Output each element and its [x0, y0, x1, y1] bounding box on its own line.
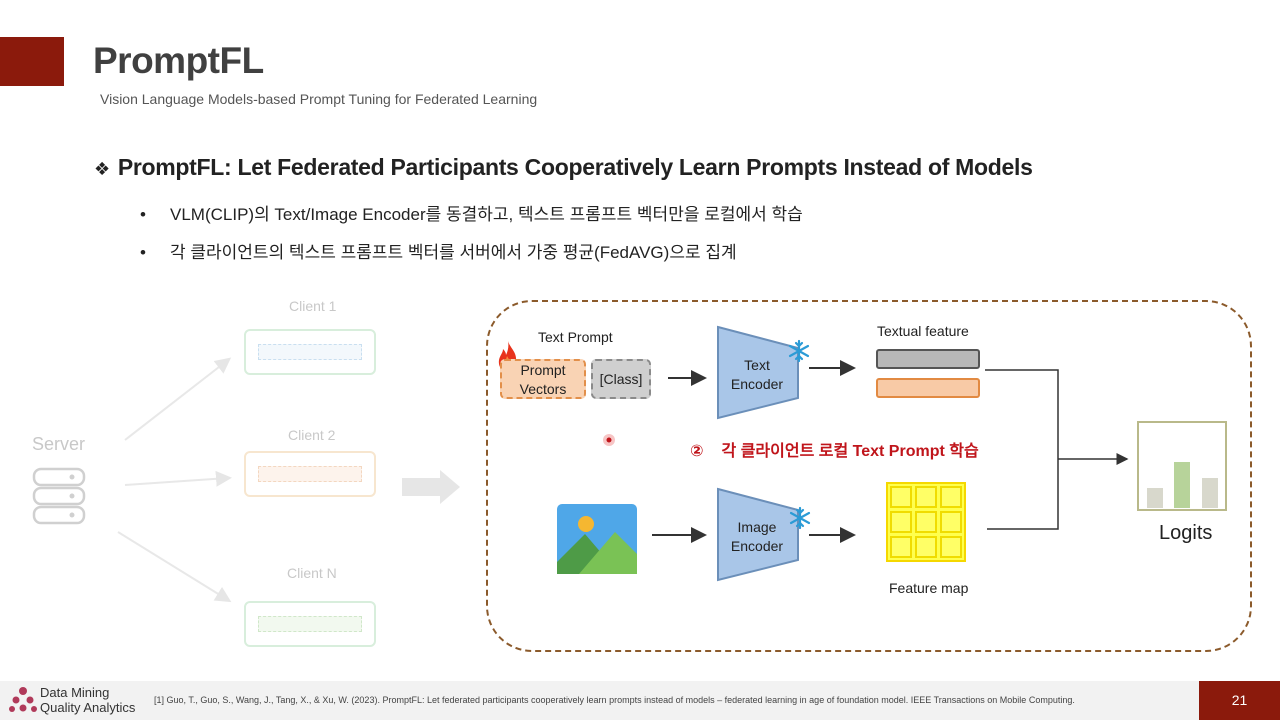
bullet-marker: •: [140, 243, 146, 262]
class-token-box: [Class]: [591, 359, 651, 399]
image-icon: [557, 504, 637, 574]
client-label: Client N: [287, 565, 337, 581]
lab-logo-icon: [9, 687, 37, 712]
textual-feature-label: Textual feature: [877, 323, 969, 339]
image-encoder-label: Image Encoder: [718, 518, 796, 556]
heading-text: PromptFL: Let Federated Participants Coo…: [117, 154, 1033, 180]
client-box: [244, 451, 376, 497]
logo-line-1: Data Mining: [40, 685, 110, 700]
image-encoder-text: Image Encoder: [730, 519, 784, 554]
bullet-item: • 각 클라이언트의 텍스트 프롬프트 벡터를 서버에서 가중 평균(FedAVG…: [140, 238, 737, 263]
snowflake-icon: [789, 506, 811, 530]
page-number: 21: [1231, 692, 1248, 708]
step-text: 각 클라이언트 로컬 Text Prompt 학습: [721, 443, 979, 460]
client-label: Client 2: [288, 427, 336, 443]
snowflake-icon: [788, 339, 810, 363]
prompt-feature-bar: [876, 378, 980, 398]
client-label: Client 1: [289, 298, 337, 314]
footer-reference: [1] Guo, T., Guo, S., Wang, J., Tang, X.…: [154, 695, 1075, 705]
text-encoder-shape: [717, 325, 799, 420]
slide-subtitle: Vision Language Models-based Prompt Tuni…: [100, 91, 538, 107]
client-box: [244, 329, 376, 375]
bullet-marker: •: [140, 205, 146, 224]
feature-map-label: Feature map: [889, 580, 969, 596]
section-heading: ❖ PromptFL: Let Federated Participants Co…: [94, 154, 1033, 181]
prompt-vectors-box: Prompt Vectors: [500, 359, 586, 399]
footer-bar: [0, 681, 1280, 720]
title-accent-bar: [0, 37, 64, 86]
logits-label: Logits: [1159, 522, 1213, 544]
class-token-label: [Class]: [599, 371, 643, 387]
text-encoder-text: Text Encoder: [730, 357, 784, 392]
heading-marker: ❖: [94, 159, 110, 179]
text-encoder-label: Text Encoder: [718, 356, 796, 394]
logo-line-2: Quality Analytics: [40, 700, 136, 715]
client-box: [244, 601, 376, 647]
faded-connection-arrows: [117, 357, 460, 603]
text-prompt-label: Text Prompt: [538, 329, 613, 345]
text-feature-bar: [876, 349, 980, 369]
bullet-item: • VLM(CLIP)의 Text/Image Encoder를 동결하고, 텍스…: [140, 200, 803, 225]
step-annotation: ② 각 클라이언트 로컬 Text Prompt 학습: [690, 437, 979, 461]
bullet-text: VLM(CLIP)의 Text/Image Encoder를 동결하고, 텍스트…: [170, 205, 803, 224]
client-prompt-slot: [258, 466, 362, 482]
image-encoder-shape: [717, 487, 799, 582]
database-icon: [32, 467, 86, 525]
slide-title: PromptFL: [93, 40, 264, 81]
client-training-frame: [486, 300, 1252, 652]
client-prompt-slot: [258, 616, 362, 632]
step-marker: ②: [690, 443, 704, 460]
prompt-vectors-label: Prompt Vectors: [519, 362, 567, 397]
lab-logo-text: Data Mining Quality Analytics: [40, 685, 135, 715]
main-diagram-graphics: [603, 325, 1227, 582]
page-number-box: [1199, 681, 1280, 720]
bullet-text: 각 클라이언트의 텍스트 프롬프트 벡터를 서버에서 가중 평균(FedAVG)…: [170, 243, 737, 262]
server-label: Server: [32, 434, 86, 454]
client-prompt-slot: [258, 344, 362, 360]
